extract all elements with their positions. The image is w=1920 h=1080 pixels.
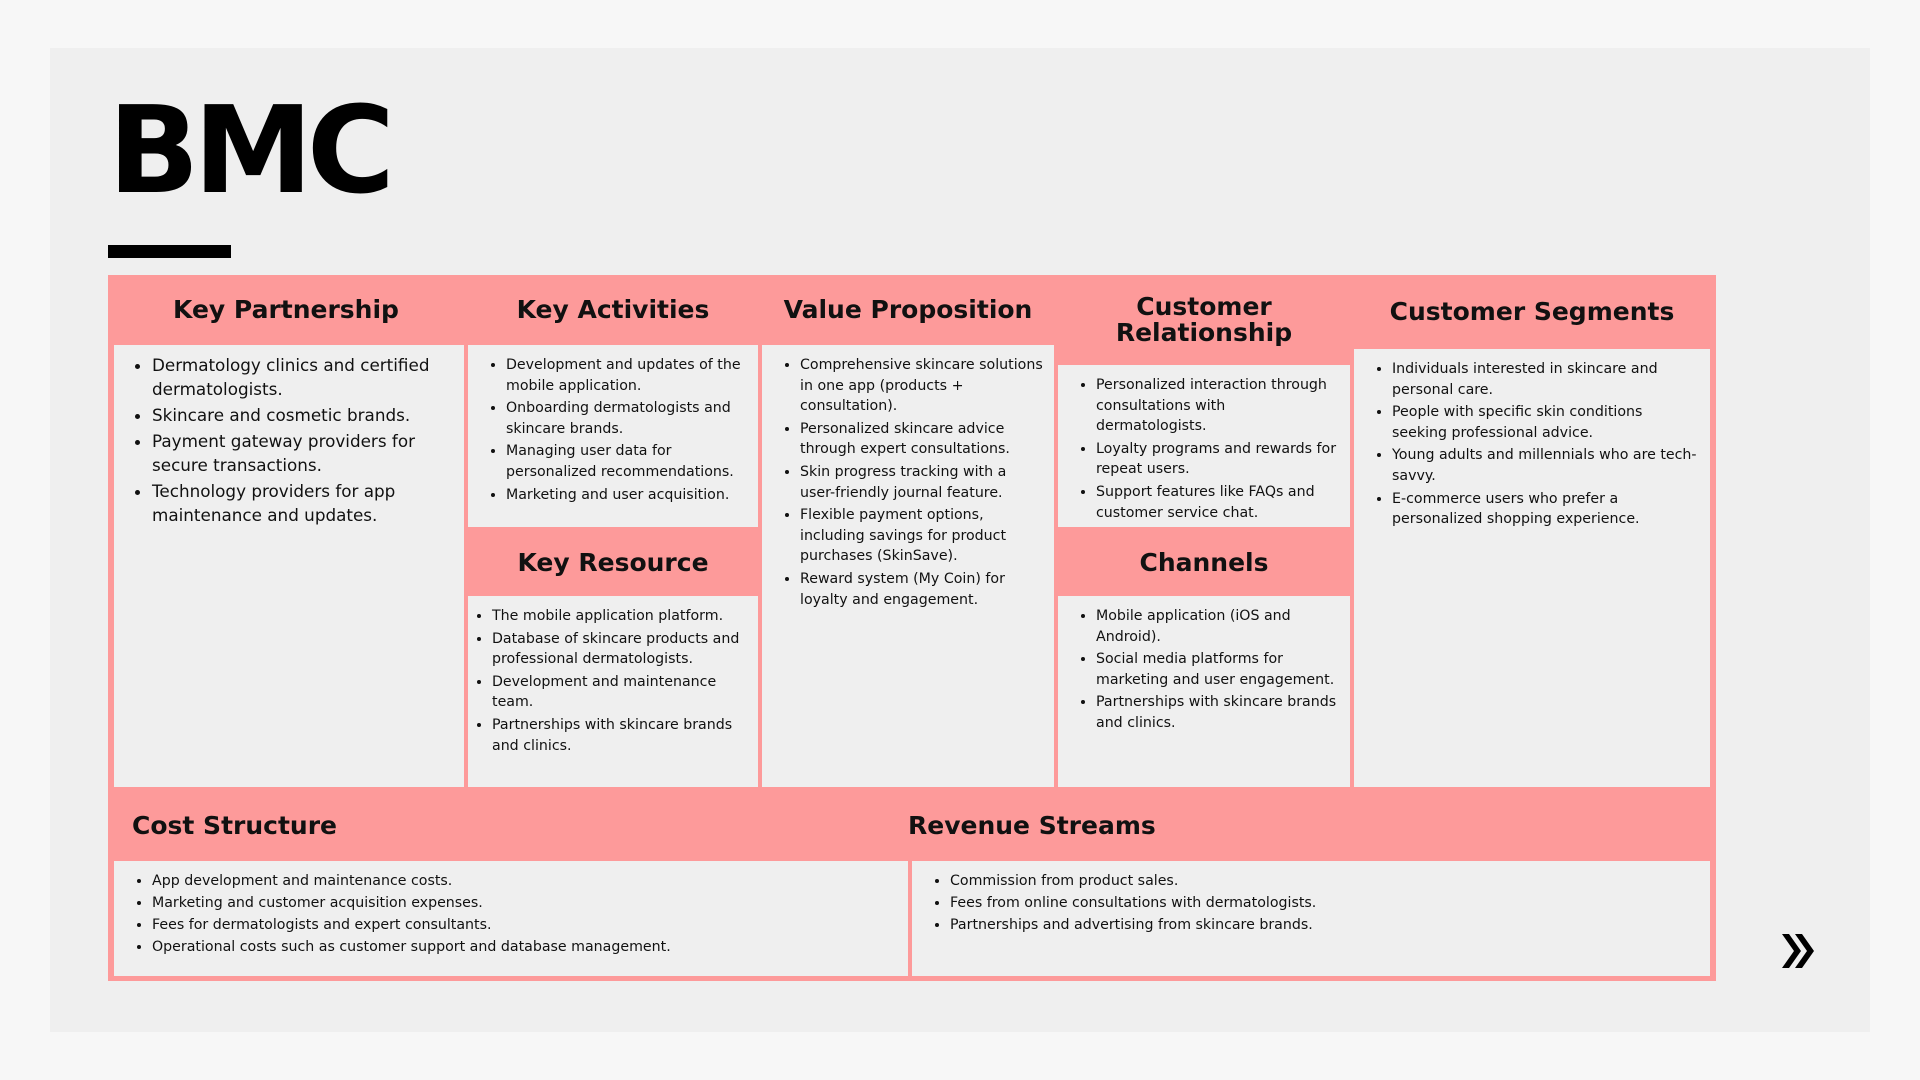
list-item: App development and maintenance costs. <box>152 871 898 891</box>
list-item: Comprehensive skincare solutions in one … <box>800 355 1044 417</box>
value-proposition-panel: Comprehensive skincare solutions in one … <box>762 345 1054 787</box>
list-item: Development and updates of the mobile ap… <box>506 355 748 396</box>
list-item: Database of skincare products and profes… <box>492 629 748 670</box>
key-activities-list: Development and updates of the mobile ap… <box>468 345 758 505</box>
list-item: Marketing and user acquisition. <box>506 485 748 506</box>
channels-panel: Mobile application (iOS and Android).Soc… <box>1058 596 1350 787</box>
customer-relationship-header: Customer Relationship <box>1115 291 1293 347</box>
list-item: Support features like FAQs and customer … <box>1096 482 1340 523</box>
title-underline <box>108 245 231 258</box>
page-title: BMC <box>108 82 395 221</box>
list-item: Skincare and cosmetic brands. <box>152 403 454 427</box>
list-item: Marketing and customer acquisition expen… <box>152 893 898 913</box>
list-item: Dermatology clinics and certified dermat… <box>152 353 454 401</box>
revenue-streams-header: Revenue Streams <box>908 791 1716 861</box>
customer-relationship-list: Personalized interaction through consult… <box>1058 365 1350 523</box>
channels-header: Channels <box>1139 547 1269 577</box>
key-resource-header: Key Resource <box>517 547 709 577</box>
cost-structure-header: Cost Structure <box>132 810 337 840</box>
list-item: Social media platforms for marketing and… <box>1096 649 1340 690</box>
revenue-streams-list: Commission from product sales.Fees from … <box>912 861 1710 935</box>
customer-segments-list: Individuals interested in skincare and p… <box>1354 349 1710 530</box>
double-chevron-right-icon[interactable] <box>1780 930 1816 972</box>
list-item: Fees from online consultations with derm… <box>950 893 1700 913</box>
key-resource-panel: The mobile application platform.Database… <box>468 596 758 787</box>
list-item: Personalized skincare advice through exp… <box>800 419 1044 460</box>
revenue-streams-title: Revenue Streams <box>908 810 1156 840</box>
list-item: E-commerce users who prefer a personaliz… <box>1392 489 1700 530</box>
customer-relationship-panel: Personalized interaction through consult… <box>1058 365 1350 527</box>
list-item: Fees for dermatologists and expert consu… <box>152 915 898 935</box>
channels-list: Mobile application (iOS and Android).Soc… <box>1058 596 1350 734</box>
key-resource-list: The mobile application platform.Database… <box>468 596 758 756</box>
list-item: Loyalty programs and rewards for repeat … <box>1096 439 1340 480</box>
business-model-canvas: Key Partnership Dermatology clinics and … <box>108 275 1716 981</box>
list-item: Commission from product sales. <box>950 871 1700 891</box>
revenue-streams-panel: Commission from product sales.Fees from … <box>912 861 1710 976</box>
list-item: Personalized interaction through consult… <box>1096 375 1340 437</box>
list-item: Partnerships with skincare brands and cl… <box>1096 692 1340 733</box>
list-item: Flexible payment options, including savi… <box>800 505 1044 567</box>
customer-segments-panel: Individuals interested in skincare and p… <box>1354 349 1710 787</box>
list-item: Mobile application (iOS and Android). <box>1096 606 1340 647</box>
list-item: People with specific skin conditions see… <box>1392 402 1700 443</box>
key-activities-panel: Development and updates of the mobile ap… <box>468 345 758 527</box>
list-item: Operational costs such as customer suppo… <box>152 937 898 957</box>
list-item: Young adults and millennials who are tec… <box>1392 445 1700 486</box>
list-item: Partnerships with skincare brands and cl… <box>492 715 748 756</box>
list-item: Reward system (My Coin) for loyalty and … <box>800 569 1044 610</box>
key-activities-header: Key Activities <box>516 294 710 324</box>
list-item: Onboarding dermatologists and skincare b… <box>506 398 748 439</box>
list-item: Skin progress tracking with a user-frien… <box>800 462 1044 503</box>
cost-structure-panel: App development and maintenance costs.Ma… <box>114 861 908 976</box>
list-item: Technology providers for app maintenance… <box>152 479 454 527</box>
key-partnership-header: Key Partnership <box>173 294 399 324</box>
value-proposition-header: Value Proposition <box>783 294 1033 324</box>
list-item: Managing user data for personalized reco… <box>506 441 748 482</box>
key-partnership-list: Dermatology clinics and certified dermat… <box>114 345 464 527</box>
list-item: Payment gateway providers for secure tra… <box>152 429 454 477</box>
list-item: Partnerships and advertising from skinca… <box>950 915 1700 935</box>
value-proposition-list: Comprehensive skincare solutions in one … <box>762 345 1054 610</box>
list-item: Development and maintenance team. <box>492 672 748 713</box>
list-item: Individuals interested in skincare and p… <box>1392 359 1700 400</box>
customer-segments-header: Customer Segments <box>1389 296 1675 326</box>
cost-structure-list: App development and maintenance costs.Ma… <box>114 861 908 957</box>
list-item: The mobile application platform. <box>492 606 748 627</box>
key-partnership-panel: Dermatology clinics and certified dermat… <box>114 345 464 787</box>
